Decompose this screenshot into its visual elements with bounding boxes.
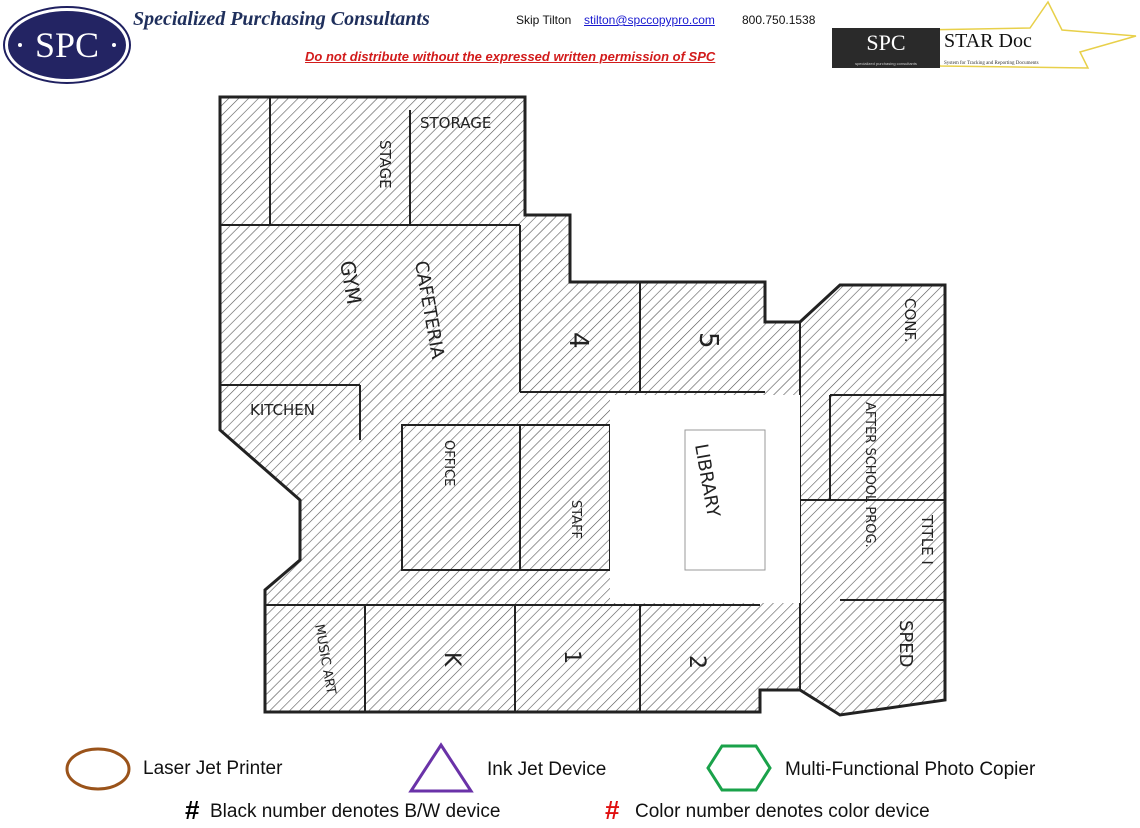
contact-name: Skip Tilton: [516, 13, 572, 27]
legend-mfp-label: Multi-Functional Photo Copier: [785, 759, 1036, 780]
mfp-hexagon-icon: [706, 744, 772, 792]
room-sped: SPED: [895, 620, 916, 668]
color-hash-icon: #: [605, 795, 620, 825]
bw-hash-icon: #: [185, 795, 200, 825]
room-after-school: AFTER SCHOOL PROG.: [862, 402, 877, 548]
company-name: Specialized Purchasing Consultants: [133, 8, 430, 30]
building-outline: [218, 95, 947, 717]
room-2: 2: [684, 655, 709, 669]
room-staff: STAFF: [568, 500, 583, 539]
star-doc-sub-text: specialized purchasing consultants: [855, 61, 917, 66]
room-stage: STAGE: [376, 140, 394, 189]
star-doc-spc-text: SPC: [866, 30, 905, 55]
ink-jet-triangle-icon: [408, 742, 474, 793]
legend-bw-note: Black number denotes B/W device: [210, 801, 501, 822]
legend-laser-label: Laser Jet Printer: [143, 758, 283, 779]
room-4: 4: [563, 332, 593, 349]
spc-logo: SPC: [3, 6, 131, 84]
room-storage: STORAGE: [420, 114, 491, 132]
star-doc-title-text: STAR Doc: [944, 30, 1032, 52]
star-doc-logo: SPC specialized purchasing consultants S…: [832, 0, 1137, 69]
room-title: TITLE I: [918, 514, 936, 565]
laser-printer-circle-icon: [65, 747, 131, 791]
contact-phone: 800.750.1538: [742, 13, 816, 27]
legend-color-note: Color number denotes color device: [635, 801, 930, 822]
room-office: OFFICE: [441, 440, 456, 486]
room-conf: CONF.: [901, 298, 919, 343]
distribution-warning: Do not distribute without the expressed …: [305, 49, 716, 64]
room-1: 1: [559, 650, 584, 664]
star-doc-tagline-text: System for Tracking and Reporting Docume…: [944, 61, 1039, 66]
room-kitchen: KITCHEN: [250, 401, 315, 419]
room-5: 5: [693, 332, 723, 349]
room-k: K: [439, 652, 464, 667]
legend-inkjet-label: Ink Jet Device: [487, 759, 607, 780]
contact-email-link[interactable]: stilton@spccopypro.com: [584, 13, 715, 27]
floor-plan: STORAGE STAGE GYM CAFETERIA 4 5 CONF. KI…: [218, 95, 947, 717]
spc-logo-text: SPC: [35, 25, 99, 65]
